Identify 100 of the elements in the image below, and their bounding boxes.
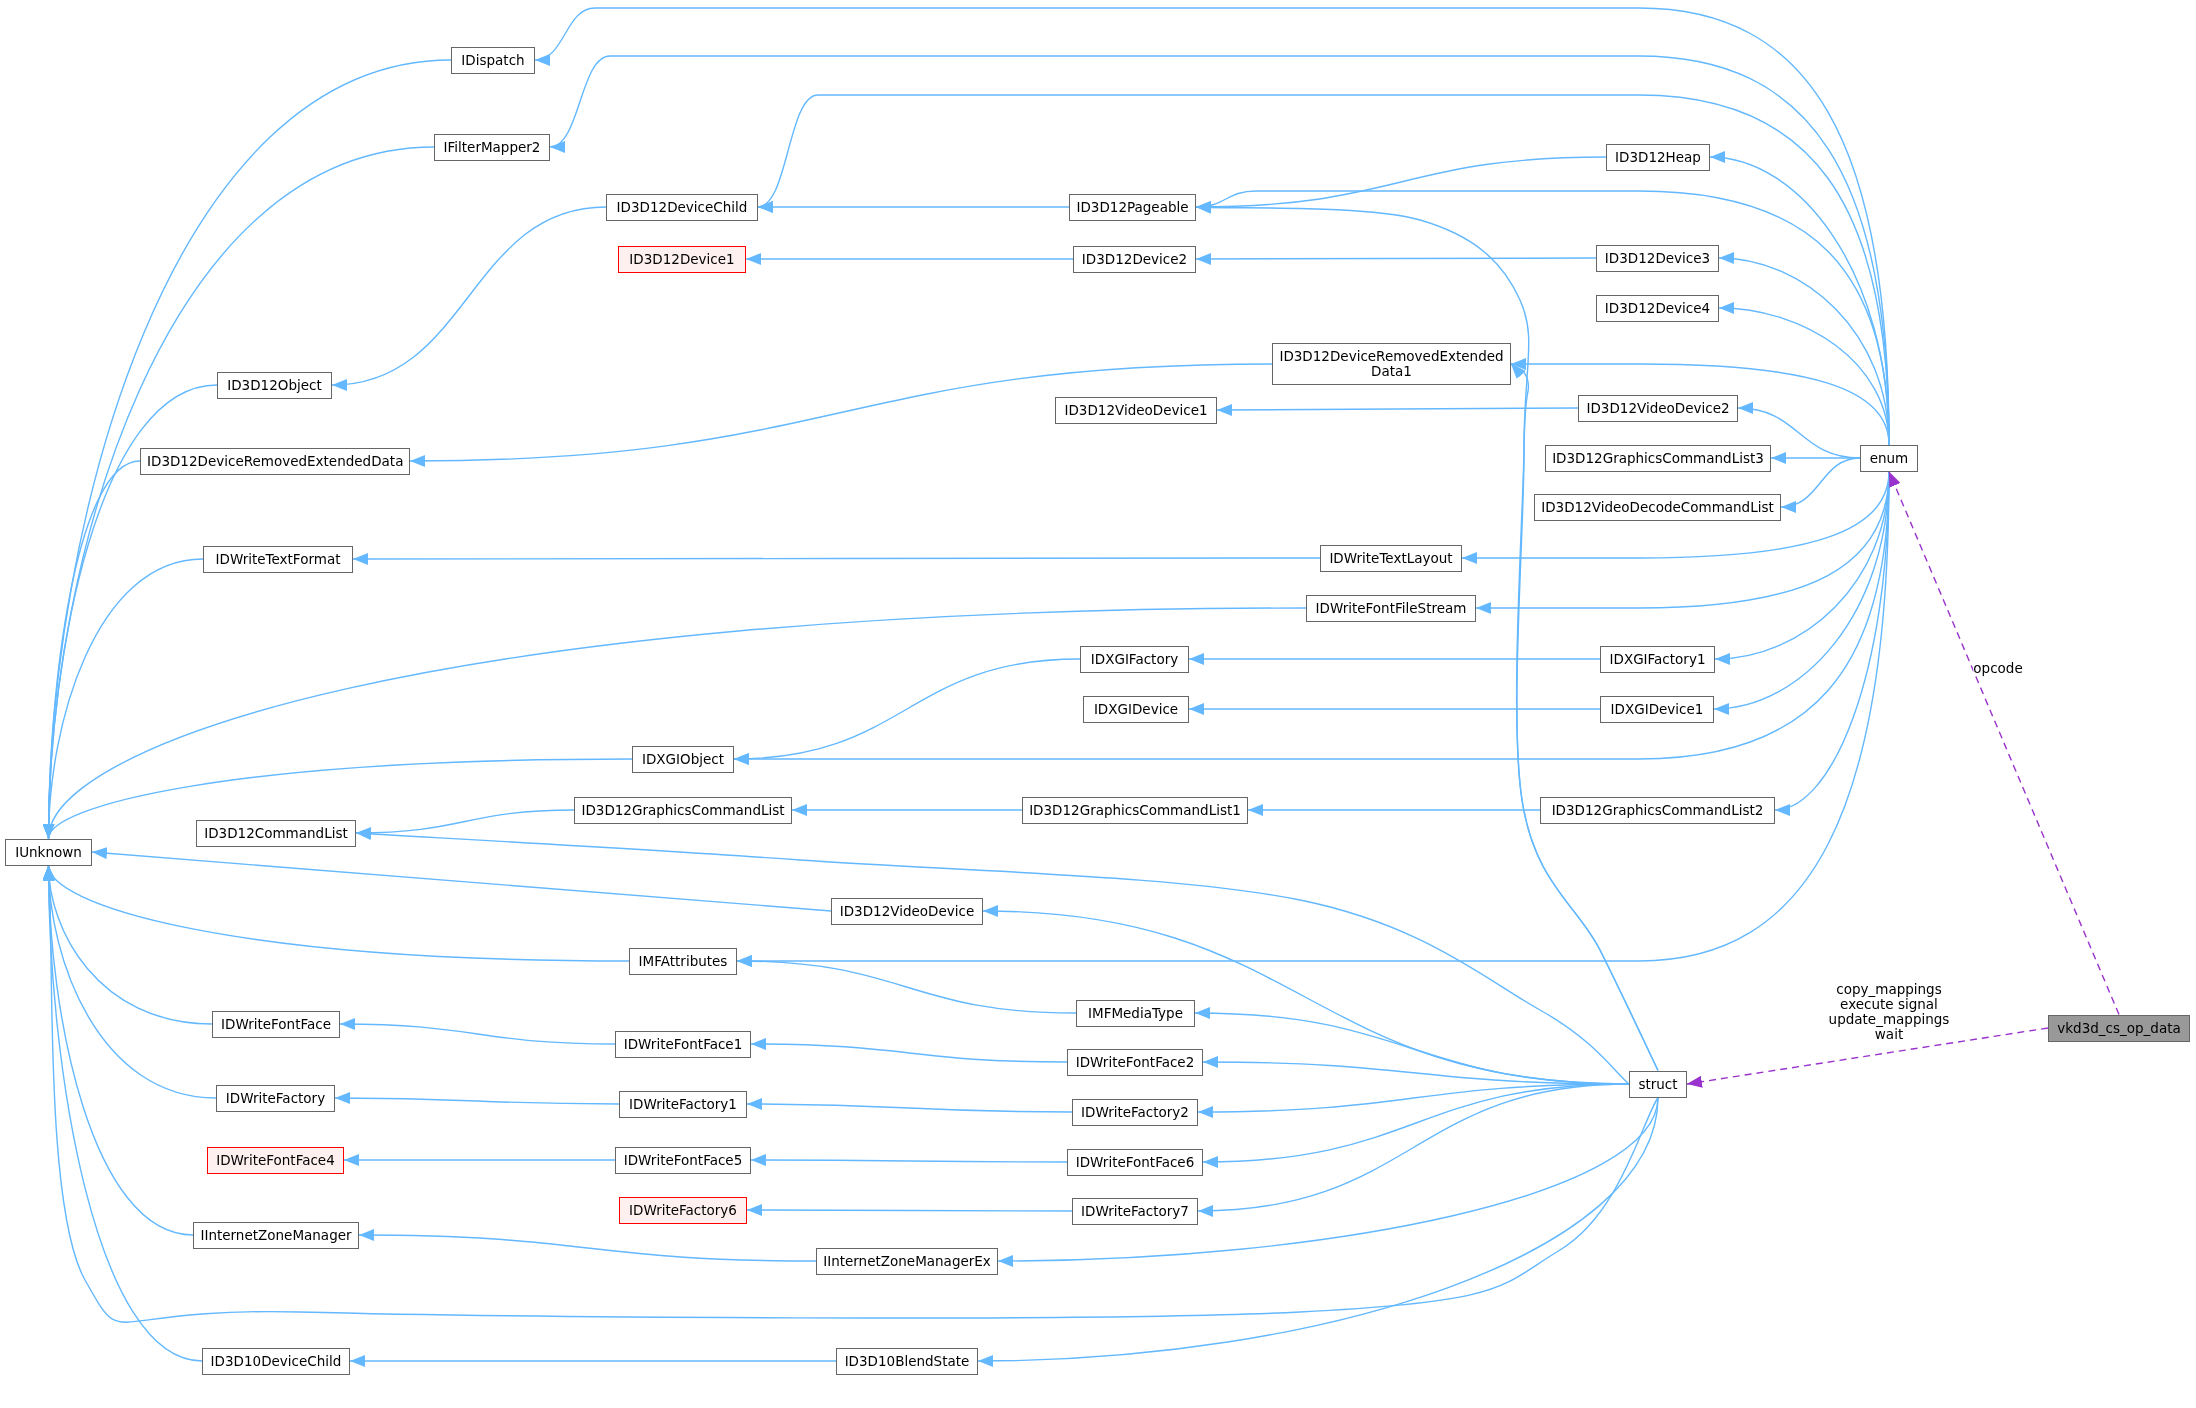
edge-label: opcode xyxy=(1973,660,2023,676)
inheritance-arrow xyxy=(757,201,1070,213)
class-name: ID3D12GraphicsCommandList2 xyxy=(1551,802,1764,818)
class-box xyxy=(1055,396,1217,424)
class-name: ID3D12Device3 xyxy=(1604,250,1711,266)
inheritance-arrow xyxy=(1216,404,1579,416)
inheritance-arrow xyxy=(750,1154,1068,1166)
class-box xyxy=(1076,999,1195,1027)
class-name: IInternetZoneManagerEx xyxy=(823,1253,991,1269)
class-name: IUnknown xyxy=(15,844,82,860)
class-name: IDWriteFontFace4 xyxy=(216,1152,335,1168)
inheritance-arrow xyxy=(1188,653,1601,665)
class-name: IDWriteFontFace5 xyxy=(623,1152,743,1168)
class-box xyxy=(816,1247,998,1275)
class-name: IDWriteTextLayout xyxy=(1329,550,1453,566)
inheritance-arrow xyxy=(42,864,203,1362)
class-name: ID3D12GraphicsCommandList xyxy=(581,802,785,818)
class-box xyxy=(1600,645,1715,673)
class-box xyxy=(1596,244,1719,272)
class-box xyxy=(1596,294,1719,322)
class-box xyxy=(434,133,550,161)
class-box xyxy=(606,193,758,221)
class-box xyxy=(212,1010,340,1038)
type-box xyxy=(1629,1070,1687,1098)
class-box xyxy=(217,371,332,399)
class-box xyxy=(140,447,410,475)
class-box xyxy=(615,1146,751,1174)
edge-label: copy_mappings execute signal update_mappings wait xyxy=(1828,982,1950,1042)
class-box xyxy=(1578,394,1738,422)
class-box xyxy=(618,245,746,273)
class-box xyxy=(1600,695,1714,723)
class-name: IDWriteFactory2 xyxy=(1081,1104,1189,1120)
class-name: ID3D12Device2 xyxy=(1081,251,1188,267)
class-box xyxy=(5,838,92,866)
class-box xyxy=(1072,1098,1198,1126)
class-name: ID3D10DeviceChild xyxy=(210,1353,342,1369)
class-name: IDWriteFontFace6 xyxy=(1075,1154,1195,1170)
class-box xyxy=(202,1347,350,1375)
inheritance-arrow xyxy=(331,206,607,390)
inheritance-arrow xyxy=(1510,363,1659,1072)
class-name: IMFAttributes xyxy=(638,953,728,969)
class-name: IDWriteFontFace2 xyxy=(1075,1054,1195,1070)
class-name: IDXGIFactory xyxy=(1090,651,1179,667)
class-name: struct xyxy=(1638,1076,1678,1092)
class-box xyxy=(1606,143,1710,171)
class-name: IDWriteFactory7 xyxy=(1081,1203,1189,1219)
class-name: ID3D12VideoDevice1 xyxy=(1064,402,1208,418)
inheritance-arrow xyxy=(355,827,1630,1085)
inheritance-arrow xyxy=(1188,703,1601,715)
class-name: ID3D12GraphicsCommandList3 xyxy=(1552,450,1764,466)
class-name: IDWriteFactory xyxy=(225,1090,326,1106)
class-box xyxy=(203,545,353,573)
class-name: ID3D12GraphicsCommandList1 xyxy=(1029,802,1241,818)
class-name: ID3D12DeviceChild xyxy=(616,199,748,215)
class-box xyxy=(1534,493,1781,521)
class-name: IDWriteFontFace xyxy=(221,1016,331,1032)
class-box xyxy=(216,1084,335,1112)
class-name: IFilterMapper2 xyxy=(443,139,541,155)
inheritance-arrow xyxy=(1247,804,1541,816)
class-box xyxy=(1540,796,1775,824)
class-name: ID3D12DeviceRemovedExtended Data1 xyxy=(1279,349,1504,379)
class-name: ID3D12Object xyxy=(227,377,322,393)
inheritance-arrow xyxy=(358,1229,817,1262)
class-name: IDWriteFontFileStream xyxy=(1315,600,1467,616)
inheritance-arrow xyxy=(1780,457,1861,512)
class-name: IDXGIDevice xyxy=(1093,701,1179,717)
class-box xyxy=(193,1221,359,1249)
class-box xyxy=(831,897,983,925)
dashed-arrow xyxy=(1686,1027,2049,1088)
inheritance-arrow xyxy=(750,1038,1068,1063)
class-name: ID3D12Device1 xyxy=(629,251,735,267)
class-name: IInternetZoneManager xyxy=(200,1227,352,1243)
class-name: IDXGIDevice1 xyxy=(1610,701,1704,717)
dashed-arrow xyxy=(1888,470,2120,1016)
inheritance-arrow xyxy=(339,1018,616,1045)
class-box xyxy=(619,1196,747,1224)
class-box xyxy=(1545,444,1771,472)
class-box xyxy=(1067,1048,1203,1076)
class-name: ID3D12Pageable xyxy=(1076,199,1189,215)
class-box xyxy=(207,1146,344,1174)
class-name: ID3D12VideoDevice xyxy=(839,903,975,919)
inheritance-arrow xyxy=(791,804,1023,816)
inheritance-arrow xyxy=(334,1092,620,1105)
class-box xyxy=(1080,645,1189,673)
type-box xyxy=(1860,444,1918,472)
class-box xyxy=(1320,544,1462,572)
class-name: IDWriteTextFormat xyxy=(215,551,341,567)
class-name: IDWriteFactory6 xyxy=(629,1202,737,1218)
class-box xyxy=(2048,1014,2190,1042)
class-name: IDWriteFontFace1 xyxy=(623,1036,743,1052)
inheritance-arrow xyxy=(736,955,1077,1014)
inheritance-arrow xyxy=(977,1096,1659,1367)
class-name: vkd3d_cs_op_data xyxy=(2057,1020,2181,1036)
class-box xyxy=(1069,193,1196,221)
class-box xyxy=(836,1347,978,1375)
inheritance-arrow xyxy=(349,1355,837,1367)
class-name: ID3D12DeviceRemovedExtendedData xyxy=(147,453,404,469)
inheritance-arrow xyxy=(745,253,1074,265)
class-name: enum xyxy=(1869,450,1909,466)
class-box xyxy=(615,1030,751,1058)
